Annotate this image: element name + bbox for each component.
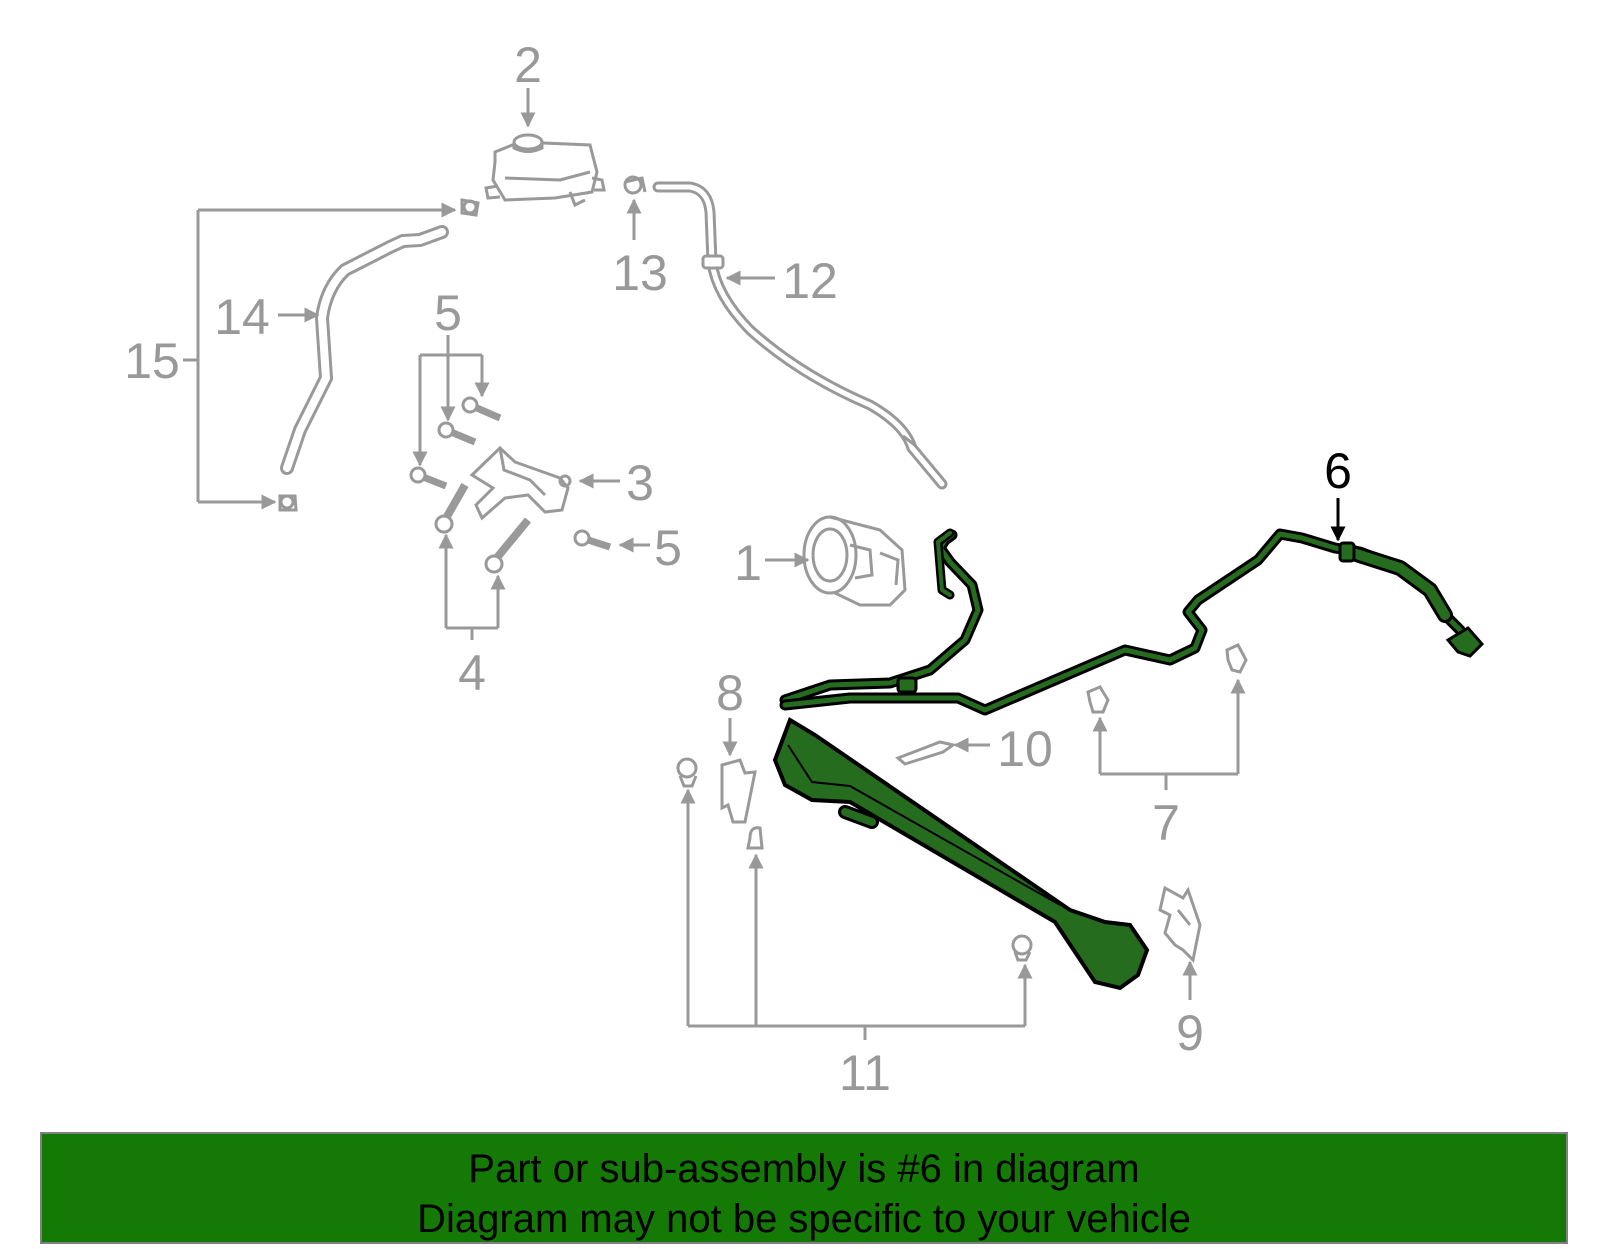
supply-hose-part-14[interactable]	[278, 198, 480, 512]
callout-9[interactable]: 9	[1176, 1005, 1204, 1061]
callout-4[interactable]: 4	[458, 645, 486, 701]
reservoir-part-2[interactable]	[484, 133, 606, 208]
callout-2[interactable]: 2	[514, 37, 542, 93]
callout-12[interactable]: 12	[782, 253, 838, 309]
callout-8[interactable]: 8	[716, 665, 744, 721]
clips-part-7[interactable]	[1086, 643, 1248, 714]
leader-lines	[183, 88, 1246, 1040]
shield-part-10[interactable]	[895, 740, 957, 766]
pump-part-1[interactable]	[802, 515, 907, 607]
clamp-part-13[interactable]	[623, 175, 647, 195]
callout-14[interactable]: 14	[214, 289, 270, 345]
callout-13[interactable]: 13	[612, 245, 668, 301]
callout-10[interactable]: 10	[997, 721, 1053, 777]
banner-line-2: Diagram may not be specific to your vehi…	[417, 1197, 1191, 1241]
bracket-part-9[interactable]	[1158, 885, 1202, 964]
callout-1[interactable]: 1	[734, 535, 762, 591]
callout-5-right[interactable]: 5	[654, 520, 682, 576]
clamps-part-11[interactable]	[676, 757, 1033, 962]
callout-6[interactable]: 6	[1324, 443, 1352, 499]
clip-part-8[interactable]	[720, 758, 757, 824]
bolts-part-5[interactable]	[409, 396, 612, 551]
bolts-part-4[interactable]	[434, 483, 532, 574]
pressure-line-part-6[interactable]	[772, 528, 1485, 991]
info-banner: Part or sub-assembly is #6 in diagram Di…	[40, 1132, 1568, 1244]
banner-line-1: Part or sub-assembly is #6 in diagram	[468, 1147, 1140, 1191]
callout-3[interactable]: 3	[626, 455, 654, 511]
callout-11[interactable]: 11	[839, 1045, 891, 1101]
bracket-part-3[interactable]	[469, 445, 572, 521]
callout-15[interactable]: 15	[124, 333, 180, 389]
callout-5-top[interactable]: 5	[434, 285, 462, 341]
return-hose-part-12[interactable]	[652, 181, 948, 490]
callout-7[interactable]: 7	[1152, 795, 1180, 851]
